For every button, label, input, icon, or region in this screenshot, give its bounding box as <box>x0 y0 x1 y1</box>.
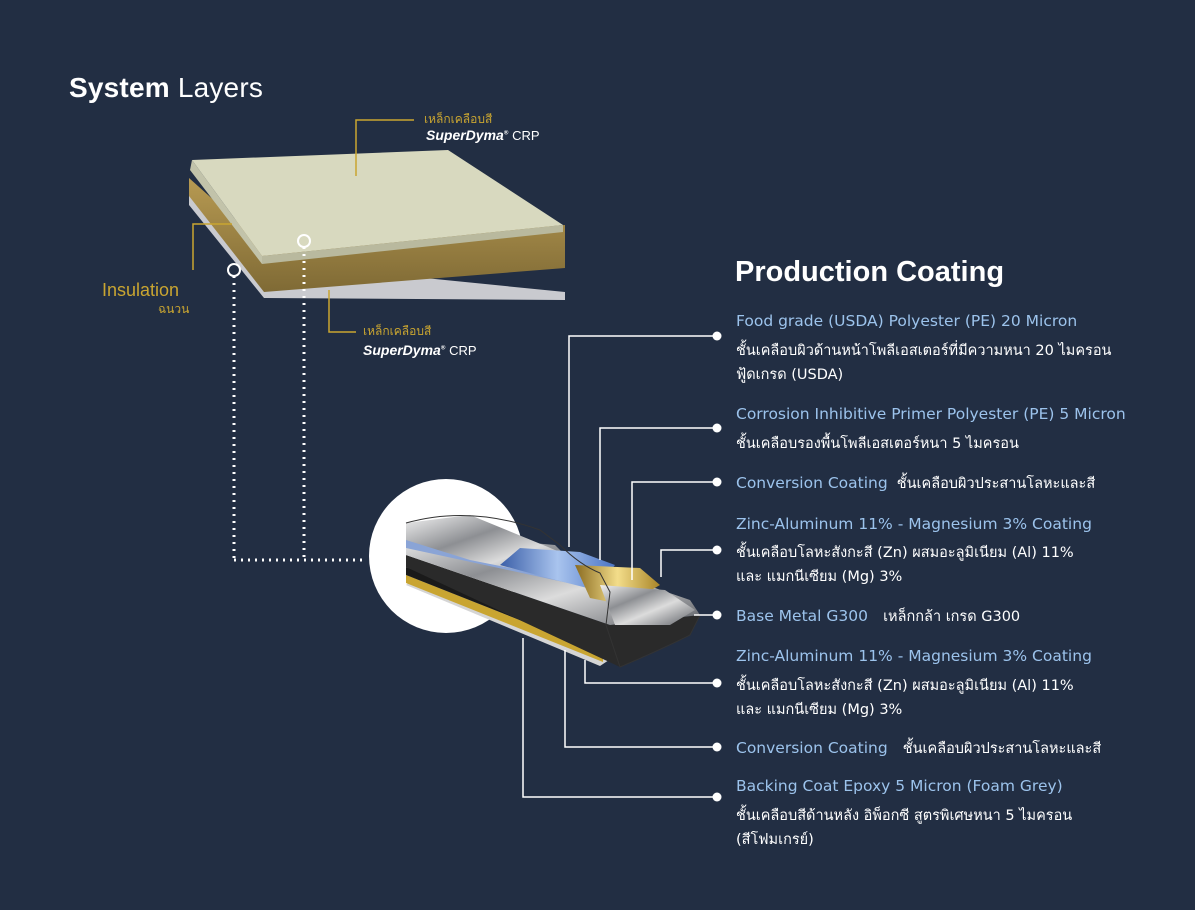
leader-dot <box>712 610 722 620</box>
layer-6-en: Zinc-Aluminum 11% - Magnesium 3% Coating <box>736 647 1092 665</box>
layer-8-th: ชั้นเคลือบสีด้านหลัง อิพ็อกซี สูตรพิเศษห… <box>736 808 1073 824</box>
insulation-label-thai: ฉนวน <box>158 302 190 316</box>
leader-dot <box>712 678 722 688</box>
layer-4-th: ชั้นเคลือบโลหะสังกะสี (Zn) ผสมอะลูมิเนีย… <box>736 545 1074 561</box>
panel-marker-insulation <box>227 263 241 277</box>
leader-dot <box>712 742 722 752</box>
layer-3-en: Conversion Coating <box>736 474 888 492</box>
leader-lines <box>522 335 717 798</box>
insulation-label: Insulation <box>102 280 180 300</box>
layer-1-th: ชั้นเคลือบผิวด้านหน้าโพลีเอสเตอร์ที่มีคว… <box>736 343 1112 359</box>
coating-stack-graphic <box>405 514 701 668</box>
layer-4-en: Zinc-Aluminum 11% - Magnesium 3% Coating <box>736 515 1092 533</box>
layer-6-th: ชั้นเคลือบโลหะสังกะสี (Zn) ผสมอะลูมิเนีย… <box>736 678 1074 694</box>
layer-5-th: เหล็กกล้า เกรด G300 <box>883 609 1021 625</box>
layer-7-row: Conversion Coating ชั้นเคลือบผิวประสานโล… <box>736 738 1101 760</box>
layer-2-th: ชั้นเคลือบรองพื้นโพลีเอสเตอร์หนา 5 ไมครอ… <box>736 436 1019 452</box>
page-title: System Layers <box>69 72 263 104</box>
leader-dot <box>712 792 722 802</box>
layer-4-th2: และ แมกนีเซียม (Mg) 3% <box>736 569 903 585</box>
top-sheet-label-thai: เหล็กเคลือบสี <box>424 112 493 126</box>
layer-7-en: Conversion Coating <box>736 739 888 757</box>
top-brand-name: SuperDyma <box>426 127 504 143</box>
leader-dot <box>712 477 722 487</box>
top-sheet-brand: SuperDyma® CRP <box>426 127 540 143</box>
layer-1-en: Food grade (USDA) Polyester (PE) 20 Micr… <box>736 312 1078 330</box>
layer-5-row: Base Metal G300 เหล็กกล้า เกรด G300 <box>736 606 1020 628</box>
layer-2-en: Corrosion Inhibitive Primer Polyester (P… <box>736 405 1126 423</box>
title-light: Layers <box>177 72 264 103</box>
bottom-brand-name: SuperDyma <box>363 342 441 358</box>
bottom-sheet-brand: SuperDyma® CRP <box>363 342 477 358</box>
layer-7-th: ชั้นเคลือบผิวประสานโลหะและสี <box>902 741 1102 757</box>
bottom-sheet-label-thai: เหล็กเคลือบสี <box>363 324 432 338</box>
layer-6-th2: และ แมกนีเซียม (Mg) 3% <box>736 702 903 718</box>
production-coating-title: Production Coating <box>735 256 1005 288</box>
leader-dot <box>712 331 722 341</box>
top-brand-suffix: CRP <box>512 128 540 143</box>
layer-1-th2: ฟู้ดเกรด (USDA) <box>736 367 844 383</box>
panel-insulation-core <box>189 178 565 292</box>
title-bold: System <box>69 72 170 103</box>
leader-dot <box>712 545 722 555</box>
layer-3-row: Conversion Coating ชั้นเคลือบผิวประสานโล… <box>736 473 1095 495</box>
sandwich-panel-graphic <box>189 150 565 300</box>
layer-8-th2: (สีโฟมเกรย์) <box>736 832 814 848</box>
layer-5-en: Base Metal G300 <box>736 607 868 625</box>
bottom-brand-suffix: CRP <box>449 343 477 358</box>
leader-dot <box>712 423 722 433</box>
layer-8-en: Backing Coat Epoxy 5 Micron (Foam Grey) <box>736 777 1063 795</box>
panel-top-sheet <box>192 150 563 256</box>
layer-3-th: ชั้นเคลือบผิวประสานโลหะและสี <box>896 476 1096 492</box>
